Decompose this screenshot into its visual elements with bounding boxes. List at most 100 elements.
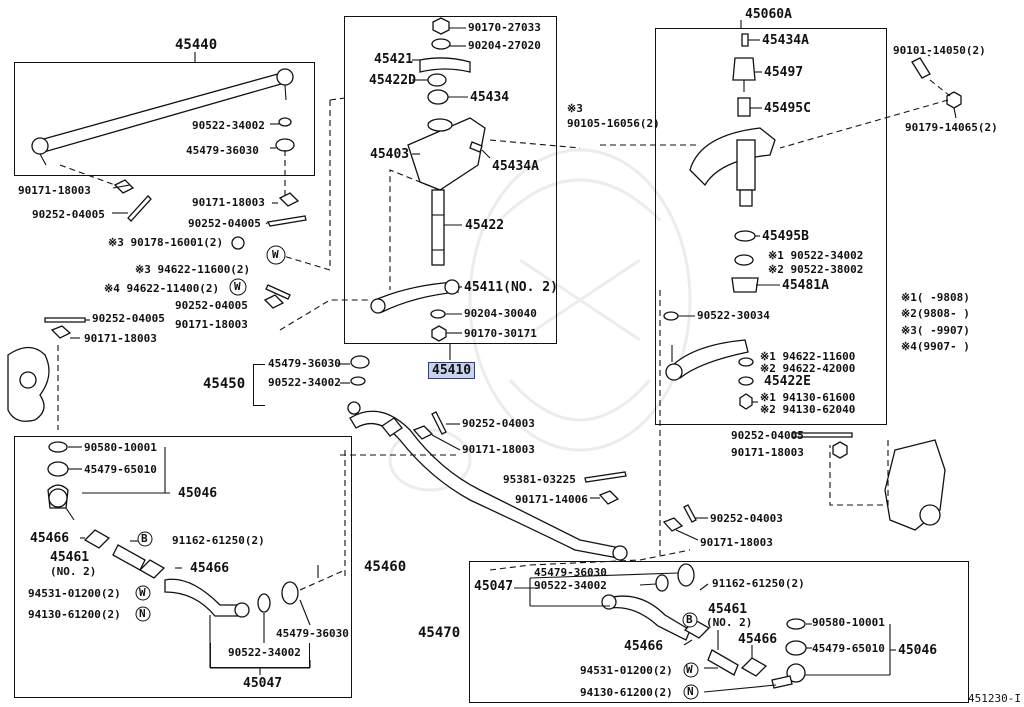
label-stud2-right[interactable]: ※2 94622-42000: [760, 362, 856, 375]
label-washer-top[interactable]: 90204-27020: [468, 39, 541, 52]
frame-lower-right: [469, 561, 969, 703]
label-nut1-right[interactable]: ※1 94130-61600: [760, 391, 856, 404]
label-bolt-ll[interactable]: 91162-61250(2): [172, 534, 265, 547]
legend-4: ※4(9907- ): [901, 340, 970, 353]
label-clamp-a-ll[interactable]: 45466: [30, 531, 70, 546]
label-washer2-lr[interactable]: 94531-01200(2): [580, 664, 673, 677]
label-nut-d-lu[interactable]: 90171-18003: [84, 332, 157, 345]
label-bolt-mid[interactable]: 90105-16056(2): [567, 117, 660, 130]
part-no-45410[interactable]: 45410: [428, 362, 476, 379]
label-end2-lr[interactable]: 45046: [898, 643, 938, 658]
label-nut-top[interactable]: 90170-27033: [468, 21, 541, 34]
label-end2-ll[interactable]: 45047: [243, 676, 283, 691]
label-clamp-a-lr[interactable]: 45466: [624, 639, 664, 654]
label-bushing-d[interactable]: 45422D: [369, 73, 416, 88]
label-arm-top[interactable]: 45421: [374, 52, 414, 67]
label-clip-right[interactable]: 90522-30034: [697, 309, 770, 322]
label-bolt-right[interactable]: 90101-14050(2): [893, 44, 986, 57]
label-nut-b-mid[interactable]: 90171-14006: [515, 493, 588, 506]
label-pin-b-mid[interactable]: 95381-03225: [503, 473, 576, 486]
watermark: [388, 148, 692, 492]
legend-1: ※1( -9808): [901, 291, 970, 304]
label-sleeve-lr[interactable]: 45461: [708, 602, 748, 617]
label-sleeve-ll[interactable]: 45461: [50, 550, 90, 565]
label-pin-c-lu[interactable]: 90252-04005: [175, 299, 248, 312]
label-nut-b-lu[interactable]: 90171-18003: [192, 196, 265, 209]
label-end-lr[interactable]: 45047: [474, 579, 514, 594]
left-upper-assembly: [7, 52, 370, 430]
label-clip-ll[interactable]: 90580-10001: [84, 441, 157, 454]
label-boot-ll[interactable]: 45479-65010: [84, 463, 157, 476]
label-washer-ll[interactable]: 94531-01200(2): [28, 587, 121, 600]
label-stud-note2-lu[interactable]: ※4 94622-11400(2): [104, 282, 220, 295]
part-no-45460[interactable]: 45460: [364, 559, 407, 575]
label-bolt-note-lu[interactable]: ※3 90178-16001(2): [108, 236, 224, 249]
label-nut-right[interactable]: 90179-14065(2): [905, 121, 998, 134]
label-pin-b-lu[interactable]: 90252-04005: [188, 217, 261, 230]
label-boot-lu[interactable]: 45479-36030: [186, 144, 259, 157]
part-no-45060a[interactable]: 45060A: [745, 7, 792, 22]
label-arm-no2[interactable]: 45411(NO. 2): [464, 280, 558, 295]
frame-left-upper: [14, 62, 315, 176]
label-washer2-ll[interactable]: 90522-34002: [228, 646, 301, 659]
label-nut-r[interactable]: 90171-18003: [731, 446, 804, 459]
label-nut-ll[interactable]: 94130-61200(2): [28, 608, 121, 621]
label-pin-r[interactable]: 90252-04005: [731, 429, 804, 442]
label-bolt-lr[interactable]: 91162-61250(2): [712, 577, 805, 590]
label-clamp-b-lr[interactable]: 45466: [738, 632, 778, 647]
label-clamp-b-ll[interactable]: 45466: [190, 561, 230, 576]
right-idler-assembly: [600, 20, 962, 555]
label-shaft[interactable]: 45422: [465, 218, 505, 233]
label-boot-lr[interactable]: 45479-36030: [534, 566, 607, 579]
label-bushing[interactable]: 45434: [470, 90, 510, 105]
label-boot2-lr[interactable]: 45479-65010: [812, 642, 885, 655]
label-stud-note-lu[interactable]: ※3 94622-11600(2): [135, 263, 251, 276]
label-end-ll[interactable]: 45046: [178, 486, 218, 501]
part-no-45440[interactable]: 45440: [175, 37, 218, 53]
marker-w2-lu: W: [234, 280, 241, 293]
label-nut-45450[interactable]: 90171-18003: [462, 443, 535, 456]
label-nut-a-lu[interactable]: 90171-18003: [18, 184, 91, 197]
label-nut-lr[interactable]: 94130-61200(2): [580, 686, 673, 699]
label-washer-lr[interactable]: 90522-34002: [534, 579, 607, 592]
legend-3: ※3( -9907): [901, 324, 970, 337]
label-bushing-b[interactable]: 45495B: [762, 229, 809, 244]
part-no-45470[interactable]: 45470: [418, 625, 461, 641]
center-assembly: [370, 17, 581, 360]
label-nut2-right[interactable]: ※2 94130-62040: [760, 403, 856, 416]
label-washer2-right[interactable]: ※2 90522-38002: [768, 263, 864, 276]
label-pin-a-lu[interactable]: 90252-04005: [32, 208, 105, 221]
lower-left-assembly: [47, 441, 319, 675]
label-bolt-a-center[interactable]: 45434A: [492, 159, 539, 174]
marker-b-ll: B: [141, 532, 148, 545]
label-sleeve-no2-ll[interactable]: (NO. 2): [50, 565, 97, 578]
label-nut-e[interactable]: 45422E: [764, 374, 811, 389]
label-boot2-ll[interactable]: 45479-36030: [276, 627, 349, 640]
label-bracket[interactable]: 45403: [370, 147, 410, 162]
marker-n-lr: N: [687, 685, 694, 698]
label-washer-lu[interactable]: 90522-34002: [192, 119, 265, 132]
label-washer-bottom[interactable]: 90204-30040: [464, 307, 537, 320]
label-fitting[interactable]: 45497: [764, 65, 804, 80]
label-clip-lr[interactable]: 90580-10001: [812, 616, 885, 629]
label-boot-45450[interactable]: 45479-36030: [268, 357, 341, 370]
marker-n-ll: N: [139, 607, 146, 620]
label-nut-c-mid[interactable]: 90171-18003: [700, 536, 773, 549]
drag-link: [299, 355, 708, 591]
label-washer-45450[interactable]: 90522-34002: [268, 376, 341, 389]
label-nut-c-lu[interactable]: 90171-18003: [175, 318, 248, 331]
label-nut-bottom[interactable]: 90170-30171: [464, 327, 537, 340]
label-spring[interactable]: 45495C: [764, 101, 811, 116]
label-pin-d-lu[interactable]: 90252-04005: [92, 312, 165, 325]
label-sleeve-no2-lr[interactable]: (NO. 2): [706, 616, 753, 629]
label-bolt-a-right[interactable]: 45434A: [762, 33, 809, 48]
label-stud1-right[interactable]: ※1 94622-11600: [760, 350, 856, 363]
label-seal[interactable]: 45481A: [782, 278, 829, 293]
label-washer1-right[interactable]: ※1 90522-34002: [768, 249, 864, 262]
marker-b-lr: B: [686, 613, 693, 626]
diagram-id: 451230-I: [968, 692, 1021, 705]
label-pin-c-mid[interactable]: 90252-04003: [710, 512, 783, 525]
label-pin-45450[interactable]: 90252-04003: [462, 417, 535, 430]
part-no-45450[interactable]: 45450: [203, 376, 246, 392]
